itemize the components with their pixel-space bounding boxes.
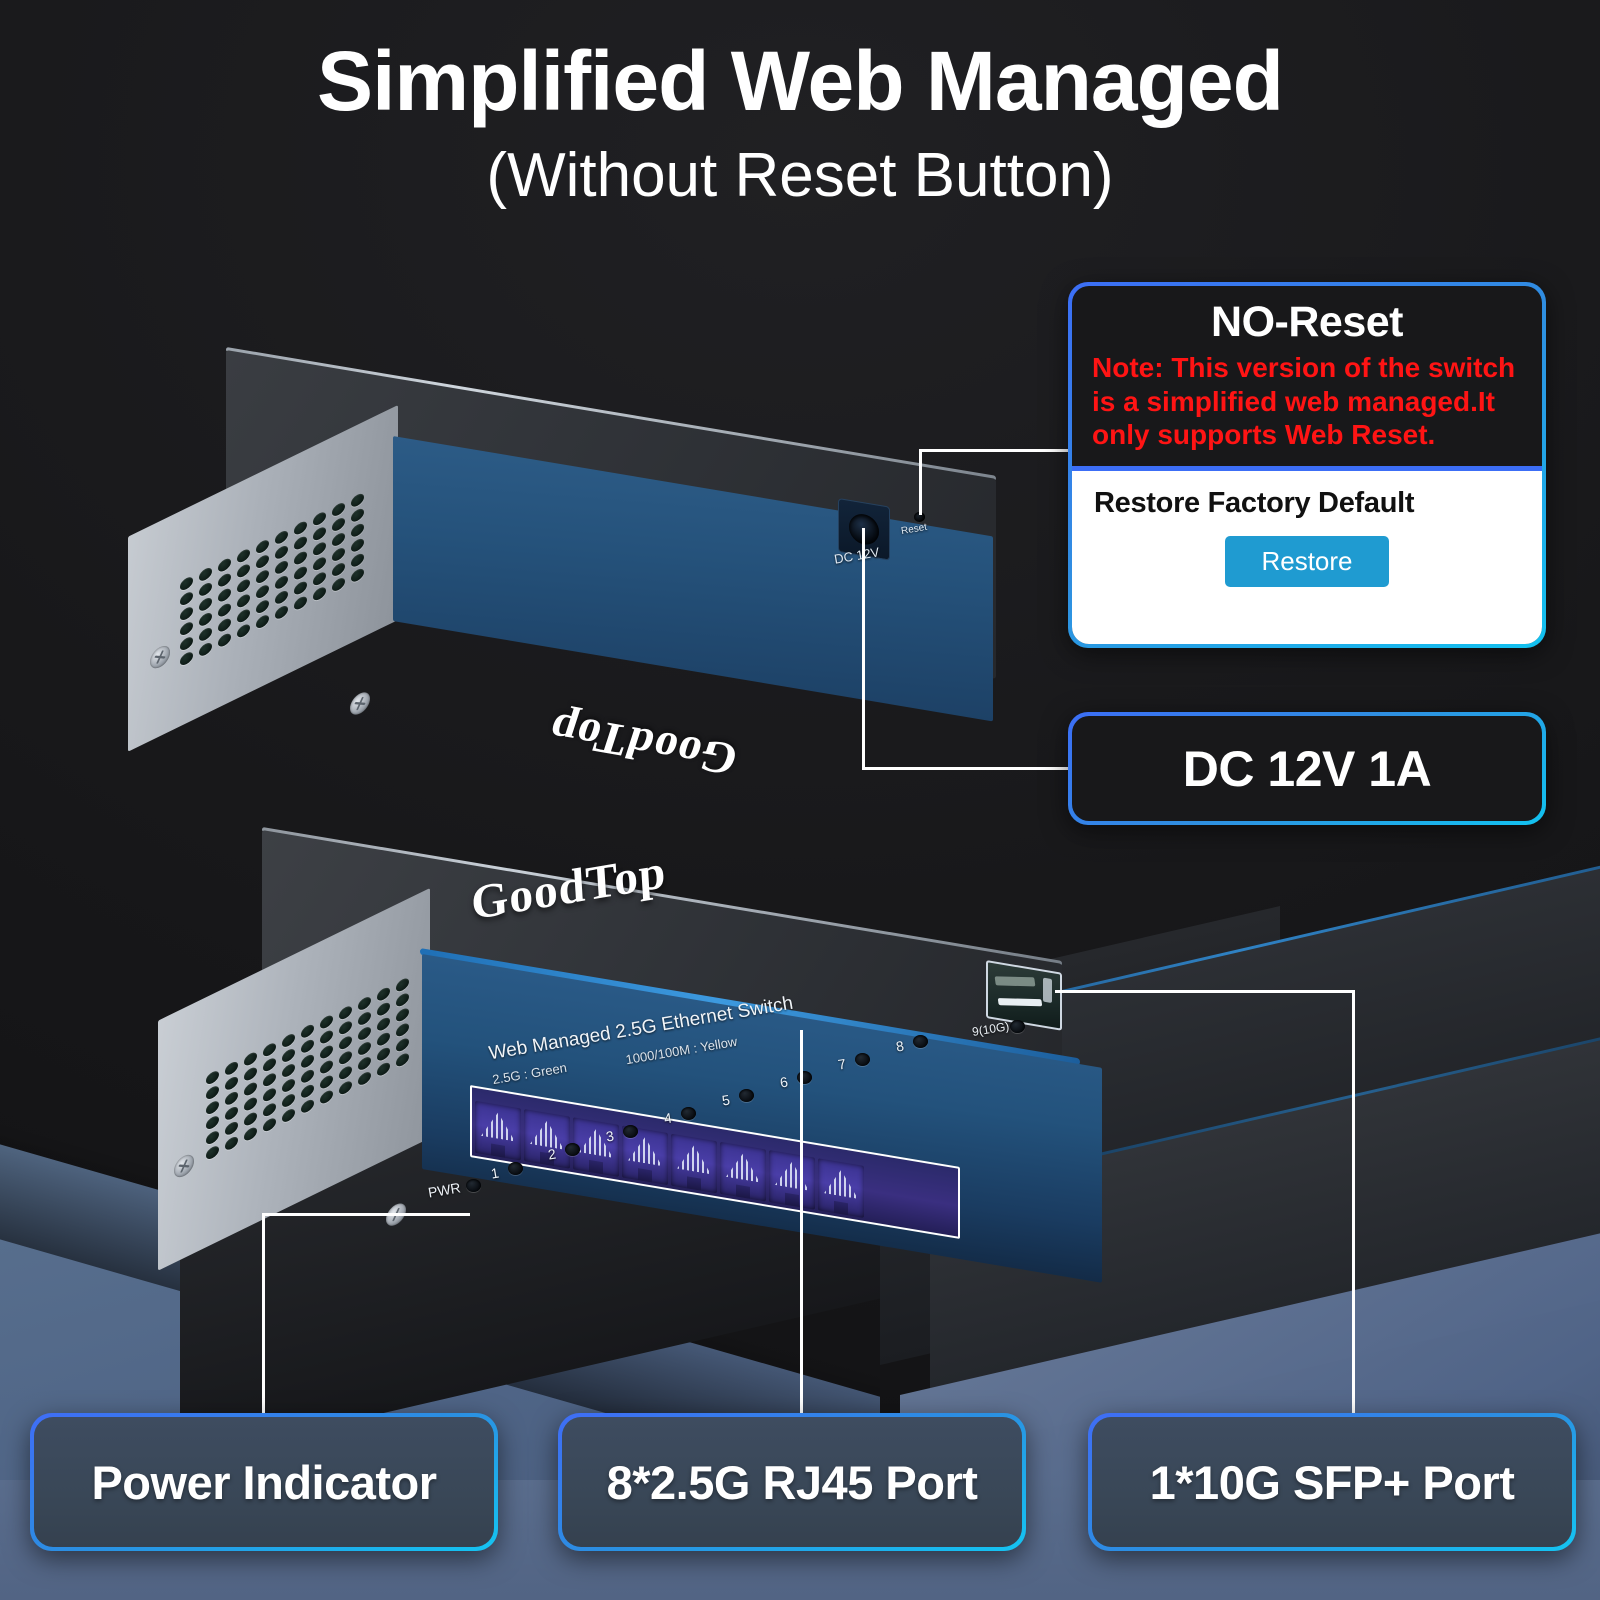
callout-sfp-port-label: 1*10G SFP+ Port [1149, 1455, 1515, 1509]
leader-rj45-vertical [800, 1030, 803, 1413]
callout-rj45-ports: 8*2.5G RJ45 Port [558, 1413, 1026, 1551]
led-port-3 [623, 1125, 638, 1138]
leader-sfp-horizontal [1055, 990, 1355, 993]
no-reset-note-line-1: Note: This version of the switch [1092, 352, 1516, 384]
vent-grid-front [206, 976, 409, 1162]
rj45-port-6[interactable] [720, 1141, 766, 1202]
leader-dc-horizontal [862, 767, 1070, 770]
led-port-7 [855, 1053, 870, 1066]
leader-pwr-vertical [262, 1213, 265, 1413]
led-port-2 [565, 1143, 580, 1156]
sfp-internal-shell [994, 976, 1036, 987]
no-reset-title: NO-Reset [1211, 298, 1403, 346]
no-reset-note-line-2: is a simplified web managed.It [1092, 385, 1495, 417]
page-subtitle: (Without Reset Button) [486, 141, 1114, 210]
leader-reset-vertical [919, 449, 922, 515]
led-port-8 [913, 1035, 928, 1048]
sfp-internal-tab [1043, 977, 1052, 1004]
rj45-port-3[interactable] [573, 1117, 619, 1177]
restore-panel-title: Restore Factory Default [1094, 486, 1415, 519]
no-reset-header: NO-Reset Note: This version of the switc… [1072, 286, 1542, 466]
callout-dc-power: DC 12V 1A [1068, 712, 1546, 825]
rj45-port-5[interactable] [671, 1133, 717, 1194]
rj45-port-7[interactable] [769, 1150, 815, 1210]
callout-no-reset: NO-Reset Note: This version of the switc… [1068, 282, 1546, 648]
no-reset-note: Note: This version of the switch is a si… [1092, 351, 1522, 452]
leader-reset-horizontal [919, 449, 1071, 452]
callout-sfp-port: 1*10G SFP+ Port [1088, 1413, 1576, 1551]
leader-dc-vertical [862, 528, 865, 770]
rj45-port-1[interactable] [475, 1100, 521, 1161]
callout-rj45-ports-label: 8*2.5G RJ45 Port [606, 1455, 978, 1509]
callout-power-indicator: Power Indicator [30, 1413, 498, 1551]
no-reset-note-line-3: only supports Web Reset. [1092, 419, 1436, 451]
rj45-port-2[interactable] [524, 1109, 570, 1169]
callout-power-indicator-label: Power Indicator [91, 1455, 437, 1509]
led-sfp [1010, 1020, 1025, 1033]
page-title: Simplified Web Managed [317, 34, 1284, 128]
led-port-1 [508, 1162, 523, 1175]
restore-button[interactable]: Restore [1225, 535, 1389, 587]
dc-power-label: DC 12V 1A [1182, 740, 1432, 797]
led-power [466, 1179, 481, 1192]
sfp-internal-latch [997, 998, 1043, 1007]
reset-hole [914, 512, 925, 522]
screw-front-left-top [174, 1151, 194, 1181]
screw-rear-left-top [150, 642, 170, 672]
restore-factory-panel: Restore Factory Default Restore [1072, 465, 1542, 644]
rj45-port-8[interactable] [818, 1158, 864, 1218]
vent-grid-rear [180, 491, 364, 668]
leader-sfp-vertical [1352, 990, 1355, 1413]
led-port-4 [681, 1107, 696, 1120]
led-port-5 [739, 1089, 754, 1102]
leader-pwr-horizontal [262, 1213, 470, 1216]
